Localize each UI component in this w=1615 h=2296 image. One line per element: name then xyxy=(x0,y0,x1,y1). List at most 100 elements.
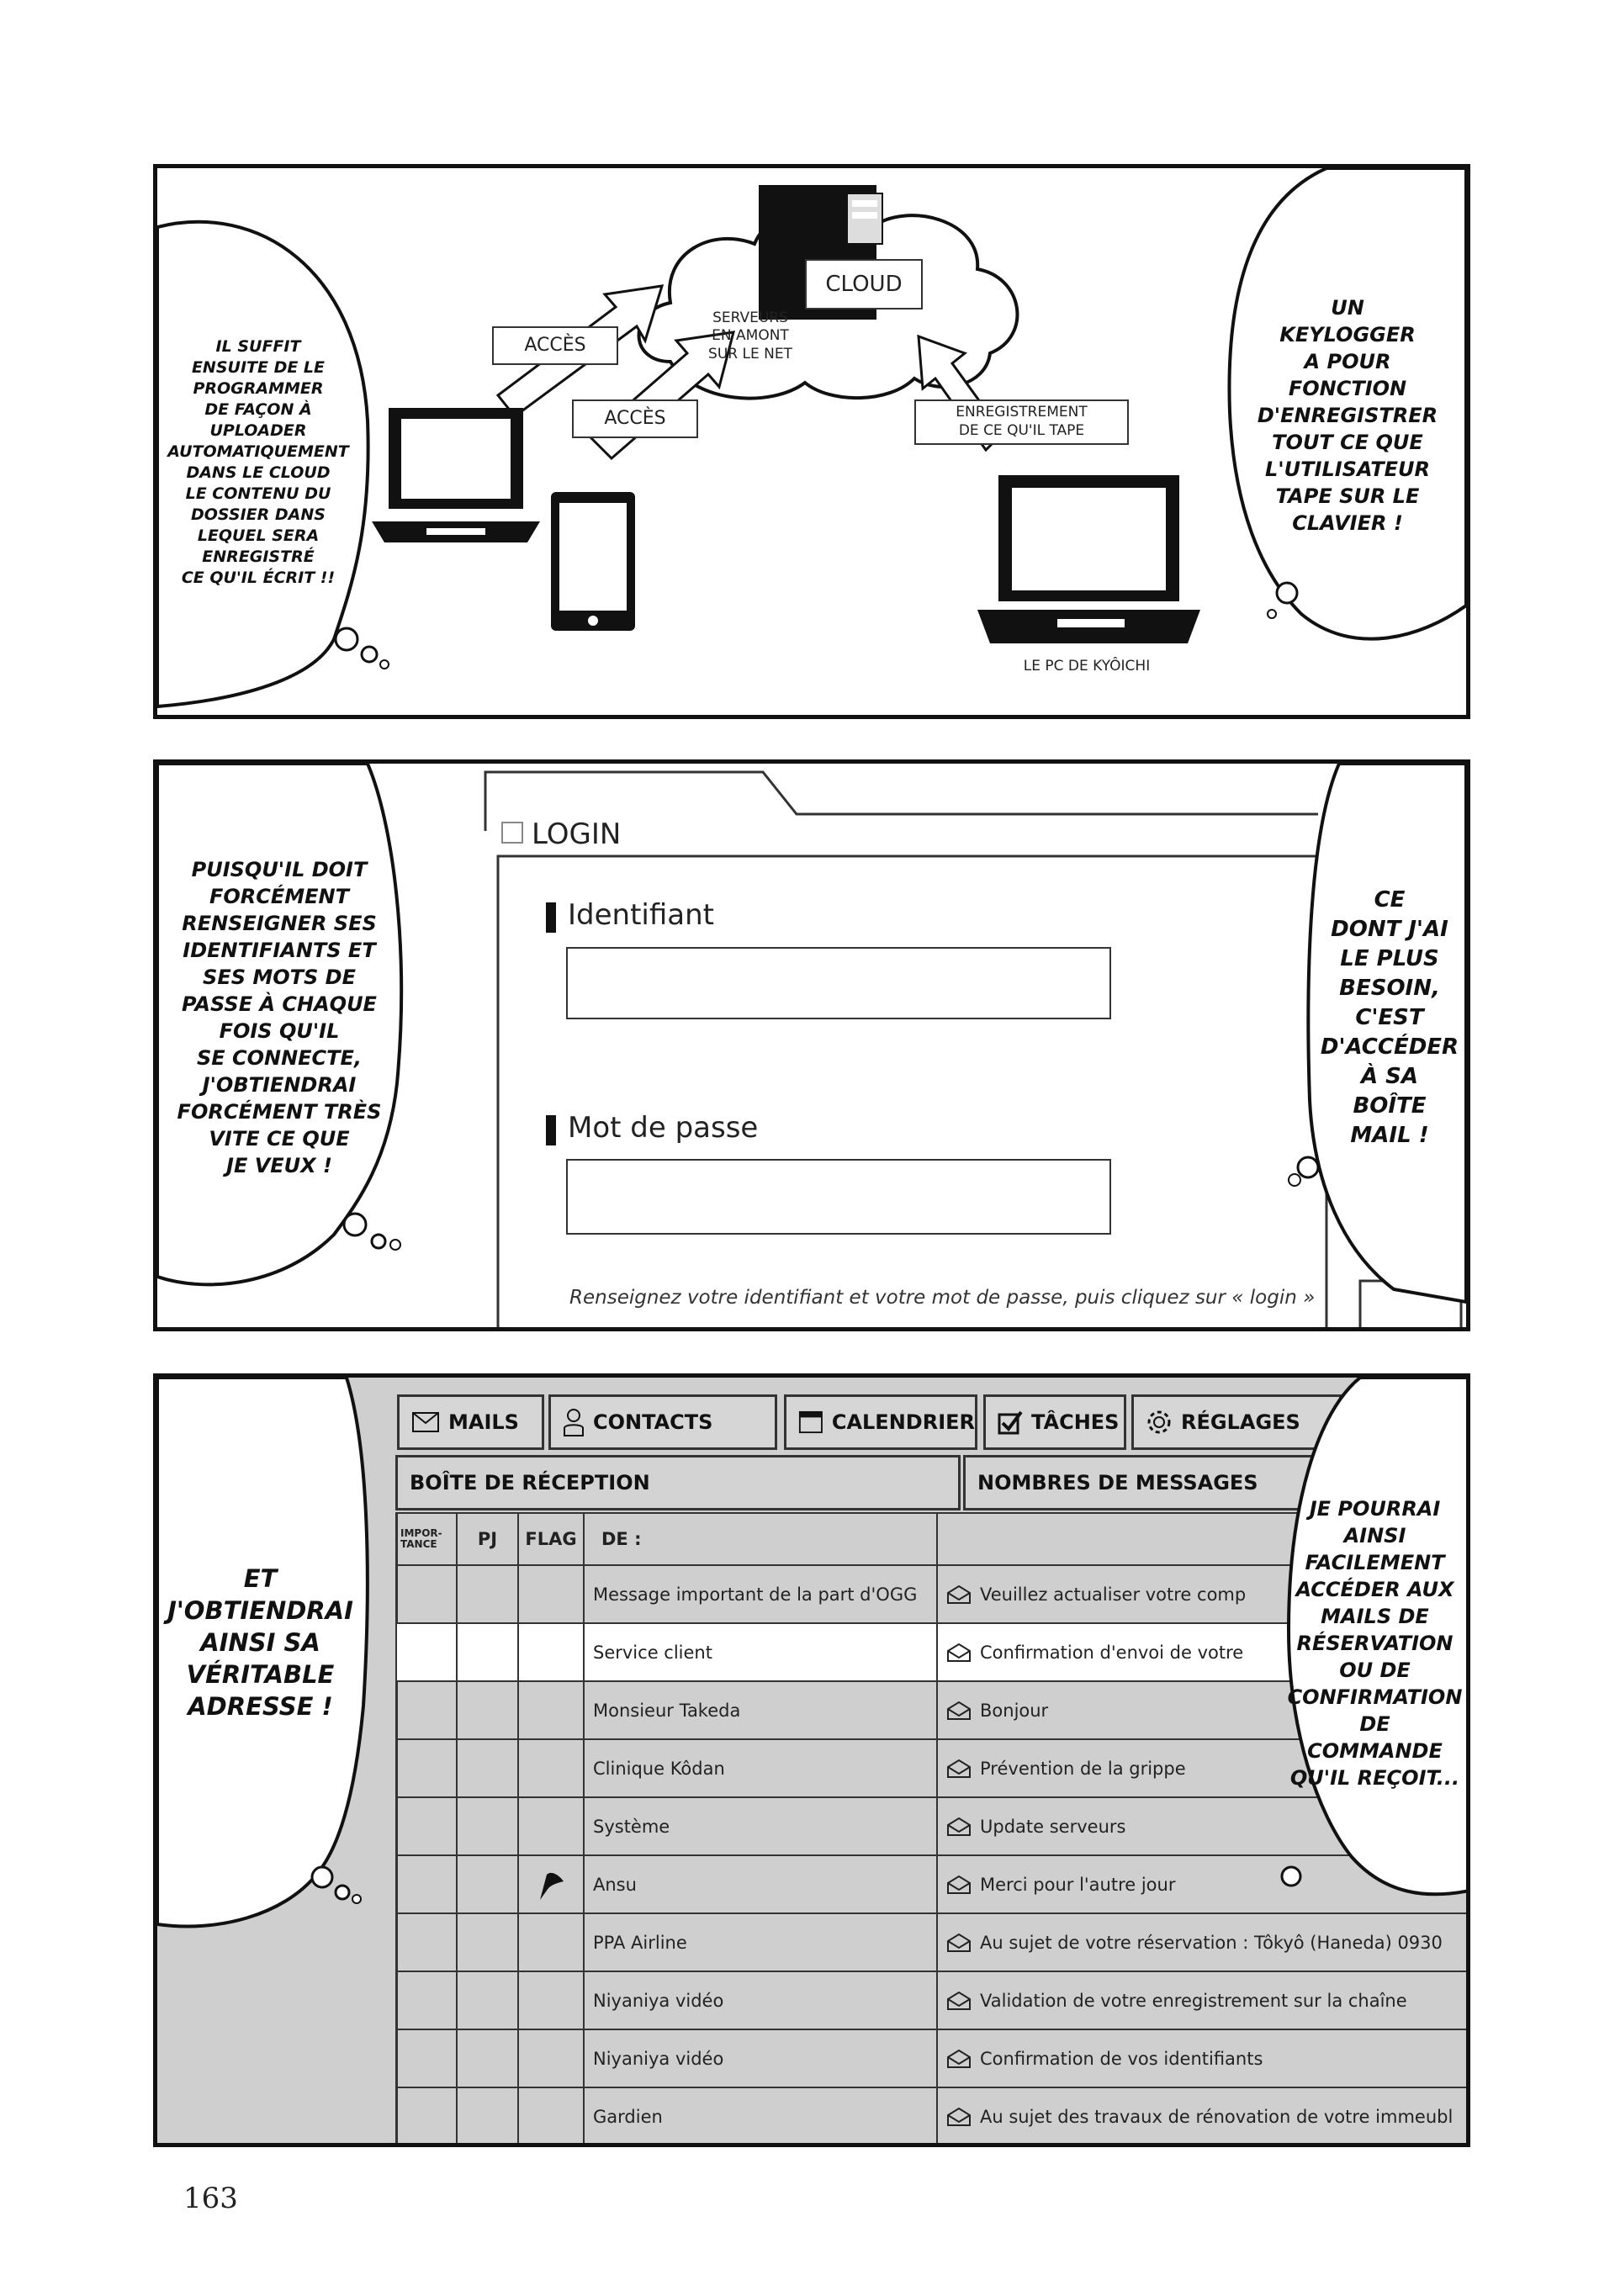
importance-cell xyxy=(397,1740,458,1796)
tab-taches-label: TÂCHES xyxy=(1031,1410,1120,1434)
attachment-cell xyxy=(458,1914,519,1971)
checkbox-icon xyxy=(998,1410,1023,1435)
password-input[interactable] xyxy=(566,1159,1111,1235)
subject-text: Bonjour xyxy=(980,1700,1049,1721)
open-envelope-icon xyxy=(947,1701,971,1720)
flag-cell[interactable] xyxy=(519,1798,585,1854)
tab-mails-label: MAILS xyxy=(448,1410,519,1434)
flag-cell[interactable] xyxy=(519,1566,585,1622)
mail-row[interactable]: Niyaniya vidéo Validation de votre enregi… xyxy=(397,1972,1466,2030)
tab-contacts[interactable]: CONTACTS xyxy=(548,1394,777,1450)
sender-cell: Ansu xyxy=(585,1856,938,1912)
flag-cell[interactable] xyxy=(519,1624,585,1680)
tab-calendrier-label: CALENDRIER xyxy=(831,1410,975,1434)
attachment-cell xyxy=(458,1972,519,2029)
subject-text: Validation de votre enregistrement sur l… xyxy=(980,1990,1407,2011)
servers-label: SERVEURS EN AMONT SUR LE NET xyxy=(708,309,792,362)
sender-cell: Système xyxy=(585,1798,938,1854)
flag-cell[interactable] xyxy=(519,1682,585,1738)
tab-contacts-label: CONTACTS xyxy=(593,1410,713,1434)
sender-cell: Niyaniya vidéo xyxy=(585,1972,938,2029)
subject-cell: Veuillez actualiser votre comp xyxy=(938,1566,1466,1622)
subject-cell: Validation de votre enregistrement sur l… xyxy=(938,1972,1466,2029)
open-envelope-icon xyxy=(947,1759,971,1778)
flag-icon xyxy=(540,1872,564,1900)
open-envelope-icon xyxy=(947,1817,971,1836)
pc-caption: LE PC DE KYÔICHI xyxy=(1023,658,1151,675)
panel-3-left-thought: ET J'OBTIENDRAI AINSI SA VÉRITABLE ADRES… xyxy=(167,1564,353,1721)
calendar-icon xyxy=(798,1410,823,1434)
tab-taches[interactable]: TÂCHES xyxy=(983,1394,1126,1450)
open-envelope-icon xyxy=(947,1933,971,1952)
login-hint: Renseignez votre identifiant et votre mo… xyxy=(569,1287,1316,1309)
importance-cell xyxy=(397,1682,458,1738)
sender-cell: Message important de la part d'OGG xyxy=(585,1566,938,1622)
sender-cell: Service client xyxy=(585,1624,938,1680)
subject-text: Confirmation d'envoi de votre xyxy=(980,1642,1244,1663)
panel-2-art xyxy=(157,764,1466,1327)
mail-grid xyxy=(395,1512,1466,2143)
sender-name: Ansu xyxy=(593,1874,637,1895)
open-envelope-icon xyxy=(947,2049,971,2068)
sender-name: Gardien xyxy=(593,2106,663,2127)
mail-row[interactable]: PPA Airline Au sujet de votre réservation… xyxy=(397,1914,1466,1972)
open-envelope-icon xyxy=(947,2107,971,2126)
attachment-cell xyxy=(458,2088,519,2143)
attachment-cell xyxy=(458,1856,519,1912)
sender-name: Service client xyxy=(593,1642,712,1663)
col-pj: PJ xyxy=(458,1514,519,1564)
subject-text: Prévention de la grippe xyxy=(980,1758,1186,1779)
open-envelope-icon xyxy=(947,1584,971,1604)
flag-cell[interactable] xyxy=(519,1856,585,1912)
panel-1-art xyxy=(157,168,1466,709)
importance-cell xyxy=(397,2030,458,2087)
tab-reglages[interactable]: RÉGLAGES xyxy=(1131,1394,1342,1450)
record-label: ENREGISTREMENT DE CE QU'IL TAPE xyxy=(914,399,1129,445)
attachment-cell xyxy=(458,1682,519,1738)
panel-3-right-thought: JE POURRAI AINSI FACILEMENT ACCÉDER AUX … xyxy=(1287,1497,1463,1790)
open-envelope-icon xyxy=(947,1991,971,2010)
sender-name: Clinique Kôdan xyxy=(593,1758,725,1779)
flag-cell[interactable] xyxy=(519,1914,585,1971)
sender-name: Niyaniya vidéo xyxy=(593,2048,724,2069)
flag-cell[interactable] xyxy=(519,2030,585,2087)
sender-cell: Gardien xyxy=(585,2088,938,2143)
subject-text: Update serveurs xyxy=(980,1816,1126,1837)
attachment-cell xyxy=(458,1798,519,1854)
importance-cell xyxy=(397,1856,458,1912)
access-label-1: ACCÈS xyxy=(492,326,618,365)
sender-name: Monsieur Takeda xyxy=(593,1700,741,1721)
password-label: Mot de passe xyxy=(568,1111,759,1145)
flag-cell[interactable] xyxy=(519,2088,585,2143)
panel-2: LOGIN Identifiant Mot de passe Renseigne… xyxy=(153,759,1470,1331)
sender-name: PPA Airline xyxy=(593,1932,687,1953)
identifiant-input[interactable] xyxy=(566,947,1111,1019)
sender-name: Système xyxy=(593,1816,670,1837)
mail-row[interactable]: Gardien Au sujet des travaux de rénovatio… xyxy=(397,2088,1466,2143)
open-envelope-icon xyxy=(947,1643,971,1662)
subject-text: Au sujet des travaux de rénovation de vo… xyxy=(980,2106,1454,2127)
col-importance: IMPOR- TANCE xyxy=(397,1514,458,1564)
login-title: LOGIN xyxy=(532,817,622,851)
inbox-header: BOÎTE DE RÉCEPTION xyxy=(395,1455,961,1510)
importance-cell xyxy=(397,1914,458,1971)
flag-cell[interactable] xyxy=(519,1972,585,2029)
access-label-2: ACCÈS xyxy=(572,399,698,438)
flag-cell[interactable] xyxy=(519,1740,585,1796)
tab-mails[interactable]: MAILS xyxy=(397,1394,544,1450)
importance-cell xyxy=(397,1798,458,1854)
panel-1-left-thought: IL SUFFIT ENSUITE DE LE PROGRAMMER DE FA… xyxy=(167,337,349,587)
subject-cell: Prévention de la grippe xyxy=(938,1740,1466,1796)
mail-row[interactable]: Système Update serveurs xyxy=(397,1798,1466,1856)
subject-cell: Au sujet des travaux de rénovation de vo… xyxy=(938,2088,1466,2143)
open-envelope-icon xyxy=(947,1875,971,1894)
subject-text: Au sujet de votre réservation : Tôkyô (H… xyxy=(980,1932,1443,1953)
mail-row[interactable]: Clinique Kôdan Prévention de la grippe xyxy=(397,1740,1466,1798)
subject-cell: Confirmation de vos identifiants xyxy=(938,2030,1466,2087)
mail-row[interactable]: Niyaniya vidéo Confirmation de vos identi… xyxy=(397,2030,1466,2088)
sender-name: Niyaniya vidéo xyxy=(593,1990,724,2011)
tab-calendrier[interactable]: CALENDRIER xyxy=(784,1394,977,1450)
mail-row[interactable]: Monsieur Takeda Bonjour xyxy=(397,1682,1466,1740)
